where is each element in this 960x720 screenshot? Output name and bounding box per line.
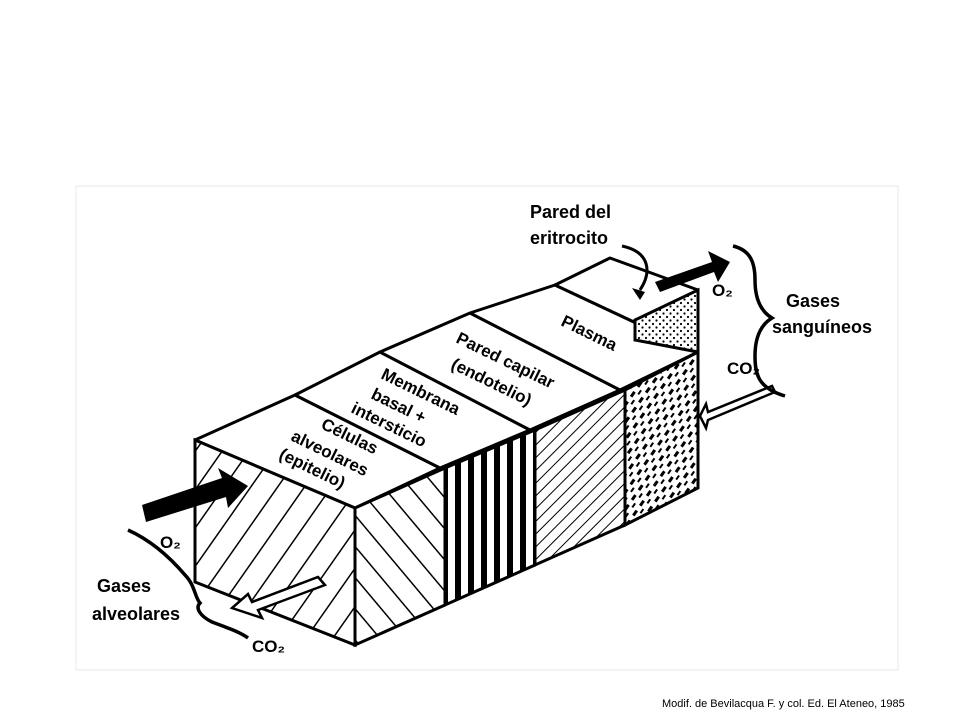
pointer-arrow-eritrocito (621, 244, 649, 291)
figure-credit: Modif. de Bevilacqua F. y col. Ed. El At… (662, 698, 905, 710)
label-gases-sanguineos-1: Gases (786, 291, 840, 311)
brace-gases-alveolares (127, 528, 250, 640)
o2-in-arrow-bottom (142, 468, 248, 522)
block-front-face (353, 287, 700, 648)
label-gases-alveolares-1: Gases (97, 576, 151, 596)
label-o2-bottom: O₂ (160, 533, 181, 552)
section-front-plasma (623, 349, 700, 528)
label-gases-sanguineos-2: sanguíneos (772, 317, 872, 337)
label-pared-eritrocito-2: eritrocito (530, 228, 608, 248)
label-o2-top: O₂ (712, 281, 733, 300)
section-front-eritrocito (633, 287, 700, 354)
figure-frame (75, 185, 899, 671)
brace-gases-sanguineos (732, 244, 786, 398)
co2-in-arrow-top (698, 384, 777, 432)
o2-out-arrow-top (655, 251, 730, 292)
label-gases-alveolares-2: alveolares (92, 604, 180, 624)
label-pared-eritrocito-1: Pared del (530, 202, 611, 222)
label-co2-bottom: CO₂ (252, 637, 285, 656)
pointer-arrowhead (632, 288, 645, 300)
label-co2-top: CO₂ (727, 359, 760, 378)
co2-out-arrow-bottom (229, 575, 328, 621)
